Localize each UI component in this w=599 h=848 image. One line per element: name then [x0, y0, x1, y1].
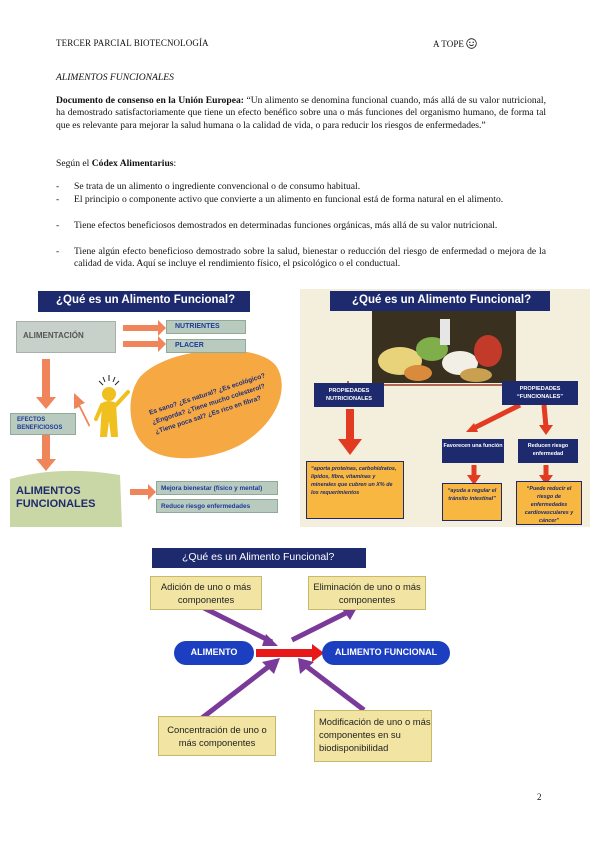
arrow-diagonal-icon — [290, 609, 350, 643]
orange-blob-shape — [130, 349, 282, 459]
arrow-diagonal-icon — [304, 664, 366, 712]
person-head-icon — [102, 387, 116, 401]
figure-functional-food-3: ¿Qué es un Alimento Funcional? Adición d… — [144, 546, 464, 772]
figure-functional-food-1: ¿Qué es un Alimento Funcional? ALIMENTAC… — [10, 289, 288, 527]
arrow-diagonal-icon — [202, 605, 274, 645]
figure-3-graphics — [200, 605, 366, 720]
alimentos-funcionales-label: ALIMENTOS FUNCIONALES — [16, 485, 96, 510]
modificacion-box: Modificación de uno o más componentes en… — [314, 710, 432, 762]
codex-colon: : — [173, 158, 177, 169]
concentracion-box: Concentración de uno o más componentes — [158, 716, 276, 756]
favorecen-funcion-box: Favorecen una función — [442, 439, 504, 463]
arrow-right-icon — [256, 644, 324, 662]
placer-box: PLACER — [166, 339, 246, 353]
eu-definition-paragraph: Documento de consenso en la Unión Europe… — [56, 95, 546, 132]
figure-1-graphics — [10, 320, 282, 527]
list-item: -El principio o componente activo que co… — [56, 194, 504, 205]
figure-2-title: ¿Qué es un Alimento Funcional? — [330, 291, 550, 311]
arrow-up-icon — [74, 393, 90, 427]
reduce-riesgo-box: Reduce riesgo enfermedades — [156, 499, 278, 513]
figure-1-title: ¿Qué es un Alimento Funcional? — [38, 291, 250, 312]
mejora-bienestar-box: Mejora bienestar (físico y mental) — [156, 481, 278, 495]
list-item: -Tiene efectos beneficiosos demostrados … — [56, 220, 498, 231]
figure-3-title: ¿Qué es un Alimento Funcional? — [152, 548, 366, 568]
list-item-text: El principio o componente activo que con… — [74, 194, 504, 205]
section-title: ALIMENTOS FUNCIONALES — [56, 72, 174, 83]
propiedades-funcionales-box: PROPIEDADES “FUNCIONALES” — [502, 381, 578, 405]
running-header: TERCER PARCIAL BIOTECNOLOGÍA — [56, 38, 209, 48]
arrow-right-icon — [123, 336, 166, 352]
list-item-text: Se trata de un alimento o ingrediente co… — [74, 181, 361, 192]
codex-intro: Según el Códex Alimentarius: — [56, 158, 546, 170]
reducen-riesgo-box: Reducen riesgo enfermedad — [518, 439, 578, 463]
list-item: -Tiene algún efecto beneficioso demostra… — [56, 246, 546, 270]
alimento-funcional-pill: ALIMENTO FUNCIONAL — [322, 641, 450, 665]
person-body-icon — [100, 401, 118, 437]
arrow-right-icon — [123, 320, 166, 336]
swoosh-shape — [10, 470, 122, 527]
arrow-down-icon — [36, 435, 56, 471]
header-right: A TOPE — [433, 38, 478, 51]
codex-name: Códex Alimentarius — [91, 158, 174, 169]
arrow-down-left-icon — [470, 402, 522, 432]
smiley-icon — [466, 38, 478, 51]
nutrientes-box: NUTRIENTES — [166, 320, 246, 334]
efectos-beneficiosos-box: EFECTOS BENEFICIOSOS — [10, 413, 76, 435]
codex-intro-text: Según el — [56, 158, 92, 169]
adicion-box: Adición de uno o más componentes — [150, 576, 262, 610]
eu-quote: “Un alimento se denomina funcional cuand… — [56, 95, 546, 131]
header-right-text: A TOPE — [433, 39, 465, 49]
list-item-text: Tiene efectos beneficiosos demostrados e… — [74, 220, 498, 231]
figure-functional-food-2: ¿Qué es un Alimento Funcional? PROPIEDAD… — [300, 289, 590, 527]
eliminacion-box: Eliminación de uno o más componentes — [308, 576, 426, 610]
figure-2-graphics — [338, 311, 553, 485]
arrow-down-icon — [541, 404, 549, 428]
propiedades-nutricionales-box: PROPIEDADES NUTRICIONALES — [314, 383, 384, 407]
puede-reducir-box: “Puede reducir el riesgo de enfermedades… — [516, 481, 582, 525]
alimentacion-box: ALIMENTACIÓN — [16, 321, 116, 353]
list-item: -Se trata de un alimento o ingrediente c… — [56, 181, 361, 192]
arrow-diagonal-icon — [200, 662, 274, 720]
arrow-down-icon — [36, 359, 56, 409]
arrow-down-icon — [338, 409, 362, 455]
arrow-right-icon — [130, 484, 156, 500]
idea-rays-icon — [98, 375, 120, 386]
page-number: 2 — [537, 792, 542, 802]
eu-label: Documento de consenso en la Unión Europe… — [56, 95, 244, 106]
alimento-pill: ALIMENTO — [174, 641, 254, 665]
list-item-text: Tiene algún efecto beneficioso demostrad… — [74, 246, 546, 270]
ayuda-regular-box: “ayuda a regular el tránsito intestinal” — [442, 483, 502, 521]
nutritional-description-box: “aporta proteínas, carbohidratos, lípido… — [306, 461, 404, 519]
